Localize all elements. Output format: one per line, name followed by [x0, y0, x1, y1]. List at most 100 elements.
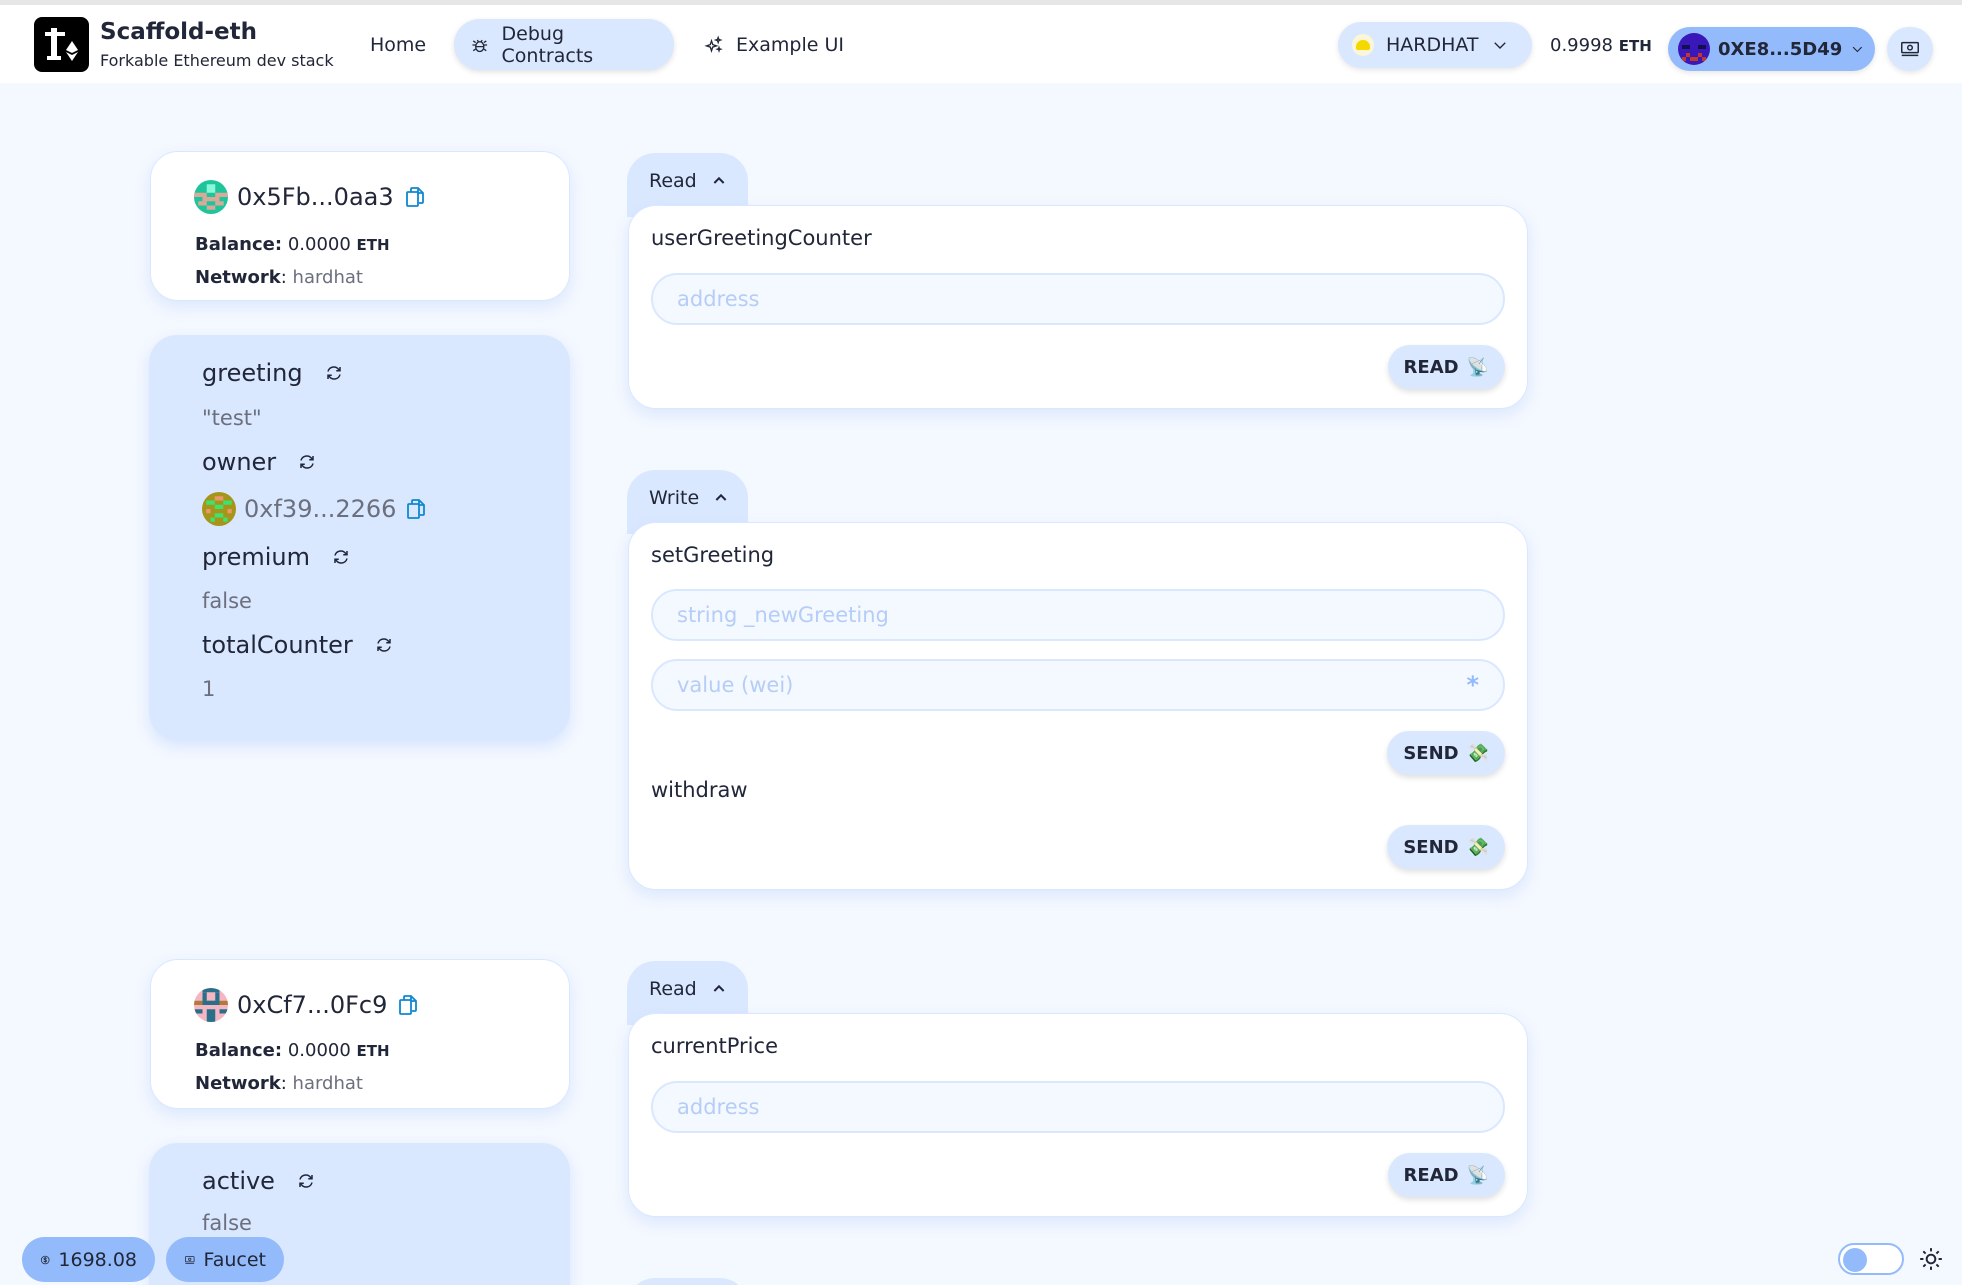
- scaffold-logo[interactable]: [34, 17, 89, 72]
- balance-unit: ETH: [356, 1042, 390, 1060]
- header-faucet-button[interactable]: [1887, 27, 1933, 71]
- sparkles-icon: [704, 35, 723, 53]
- network-label: Network: [195, 1073, 281, 1094]
- tab-read-label: Read: [649, 978, 697, 1000]
- banknotes-icon: [1901, 41, 1919, 57]
- contract-network: Network: hardhat: [195, 267, 363, 288]
- satellite-icon: 📡: [1466, 356, 1489, 378]
- contract-avatar: [194, 180, 228, 214]
- contract-balance: Balance: 0.0000 ETH: [195, 234, 390, 255]
- sun-icon: [1920, 1248, 1942, 1270]
- money-wings-icon: 💸: [1466, 836, 1489, 858]
- balance-label: Balance:: [195, 234, 283, 255]
- refresh-icon[interactable]: [332, 548, 350, 566]
- variable-value: false: [202, 1211, 252, 1235]
- wallet-balance-unit: ETH: [1618, 37, 1652, 55]
- address-input[interactable]: [651, 273, 1505, 325]
- refresh-icon[interactable]: [297, 1172, 315, 1190]
- tab-write-label: Write: [649, 487, 700, 509]
- variable-value: "test": [202, 406, 262, 430]
- address-input[interactable]: [651, 1081, 1505, 1133]
- brand-subtitle: Forkable Ethereum dev stack: [100, 51, 334, 70]
- faucet-button[interactable]: Faucet: [166, 1237, 284, 1282]
- write-functions-card: setGreeting value (wei) * SEND 💸 withdra…: [628, 522, 1528, 890]
- chevron-up-icon: [715, 493, 727, 501]
- read-button-label: READ: [1403, 356, 1459, 378]
- nav-example-label: Example UI: [736, 33, 844, 56]
- owner-address: 0xf39...2266: [244, 495, 397, 523]
- variable-name: active: [202, 1167, 275, 1195]
- toggle-knob: [1843, 1248, 1867, 1272]
- nav-example-ui[interactable]: Example UI: [688, 19, 860, 70]
- send-button[interactable]: SEND 💸: [1387, 731, 1505, 775]
- balance-value: 0.0000: [287, 1040, 351, 1061]
- send-button-label: SEND: [1403, 836, 1459, 858]
- contract-address: 0xCf7...0Fc9: [194, 988, 420, 1022]
- variable-value: 1: [202, 677, 216, 701]
- satellite-icon: 📡: [1466, 1164, 1489, 1186]
- tab-next-section[interactable]: [627, 1278, 748, 1285]
- chevron-up-icon: [713, 176, 725, 184]
- hardhat-icon: [1352, 34, 1374, 56]
- read-button[interactable]: READ 📡: [1387, 345, 1505, 389]
- variable-name: greeting: [202, 359, 303, 387]
- send-button-label: SEND: [1403, 742, 1459, 764]
- dollar-circle-icon: [40, 1255, 50, 1264]
- account-avatar: [1678, 33, 1710, 65]
- function-name: currentPrice: [651, 1034, 778, 1058]
- account-dropdown[interactable]: 0XE8...5D49: [1668, 27, 1875, 71]
- nav-debug-contracts[interactable]: Debug Contracts: [454, 19, 674, 70]
- contract-variables-card: greeting "test" owner 0xf39...2266 premi…: [149, 335, 570, 740]
- eth-price: 1698.08: [58, 1248, 137, 1271]
- send-button[interactable]: SEND 💸: [1387, 825, 1505, 869]
- logo-icon: [45, 28, 78, 61]
- function-name: setGreeting: [651, 543, 775, 567]
- copy-icon[interactable]: [403, 185, 427, 209]
- variable-name: premium: [202, 543, 310, 571]
- network-switcher[interactable]: HARDHAT: [1338, 22, 1532, 68]
- copy-icon[interactable]: [396, 993, 420, 1017]
- eth-price-badge[interactable]: 1698.08: [22, 1237, 155, 1282]
- contract-info-card: 0x5Fb...0aa3 Balance: 0.0000 ETH Network…: [150, 151, 570, 301]
- variable-value: false: [202, 589, 252, 613]
- contract-address-text: 0x5Fb...0aa3: [237, 183, 394, 211]
- faucet-label: Faucet: [203, 1248, 266, 1271]
- bug-icon: [472, 39, 488, 52]
- banknotes-icon: [185, 1255, 195, 1264]
- theme-toggle[interactable]: [1838, 1243, 1904, 1275]
- nav-home[interactable]: Home: [354, 19, 442, 70]
- value-wei-placeholder: value (wei): [677, 673, 794, 697]
- read-button[interactable]: READ 📡: [1387, 1153, 1505, 1197]
- value-wei-input[interactable]: value (wei) *: [651, 659, 1505, 711]
- balance-label: Balance:: [195, 1040, 283, 1061]
- refresh-icon[interactable]: [375, 636, 393, 654]
- function-name: userGreetingCounter: [651, 226, 872, 250]
- read-button-label: READ: [1403, 1164, 1459, 1186]
- contract-balance: Balance: 0.0000 ETH: [195, 1040, 390, 1061]
- network-label: Network: [195, 267, 281, 288]
- contract-address: 0x5Fb...0aa3: [194, 180, 427, 214]
- chevron-down-icon: [1493, 42, 1506, 49]
- refresh-icon[interactable]: [325, 364, 343, 382]
- contract-info-card: 0xCf7...0Fc9 Balance: 0.0000 ETH Network…: [150, 959, 570, 1109]
- variable-name: totalCounter: [202, 631, 353, 659]
- window-top-border: [0, 0, 1962, 5]
- top-navbar: Scaffold-eth Forkable Ethereum dev stack…: [0, 5, 1962, 83]
- variable-active: active: [202, 1167, 315, 1195]
- multiply-wei-button[interactable]: *: [1466, 671, 1479, 699]
- contract-avatar: [194, 988, 228, 1022]
- variable-greeting: greeting: [202, 359, 343, 387]
- account-address: 0XE8...5D49: [1718, 38, 1843, 60]
- network-label: HARDHAT: [1386, 34, 1479, 56]
- balance-value: 0.0000: [287, 234, 351, 255]
- contract-network: Network: hardhat: [195, 1073, 363, 1094]
- copy-icon[interactable]: [404, 497, 428, 521]
- new-greeting-input[interactable]: [651, 589, 1505, 641]
- wallet-balance-value: 0.9998: [1550, 35, 1613, 56]
- read-functions-card: userGreetingCounter READ 📡: [628, 205, 1528, 409]
- owner-avatar: [202, 492, 236, 526]
- money-wings-icon: 💸: [1466, 742, 1489, 764]
- refresh-icon[interactable]: [298, 453, 316, 471]
- network-value: hardhat: [292, 1073, 363, 1094]
- variable-value-address: 0xf39...2266: [202, 492, 428, 526]
